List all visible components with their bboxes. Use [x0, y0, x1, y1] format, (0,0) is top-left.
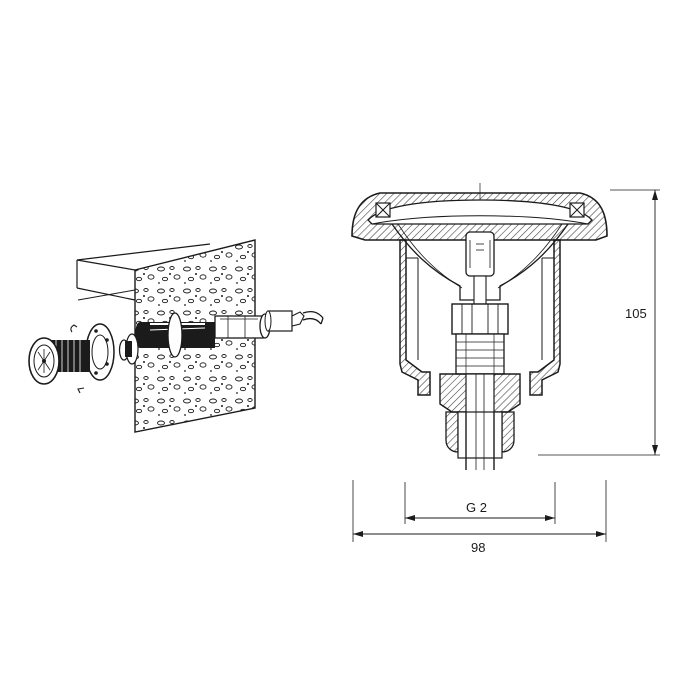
housing-body [399, 239, 561, 396]
lens-cap [351, 192, 608, 241]
rotation-arrow-icon [70, 324, 78, 333]
lamp-socket [451, 303, 509, 375]
lamp-bulb [465, 231, 495, 305]
mounting-flange [85, 323, 139, 381]
lamp-front [28, 337, 90, 385]
arrow-icon [77, 387, 85, 394]
rear-tube [214, 310, 324, 339]
width-dimension: 98 [352, 480, 607, 555]
height-dimension: 105 [538, 189, 660, 456]
height-label: 105 [625, 306, 647, 321]
thread-dimension: G 2 [404, 482, 556, 524]
cross-section-drawing: 105 G 2 98 [351, 183, 660, 555]
cable-gland [439, 373, 521, 470]
installation-illustration [28, 239, 324, 433]
thread-label: G 2 [466, 500, 487, 515]
width-label: 98 [471, 540, 485, 555]
wall-sleeve [135, 312, 215, 358]
